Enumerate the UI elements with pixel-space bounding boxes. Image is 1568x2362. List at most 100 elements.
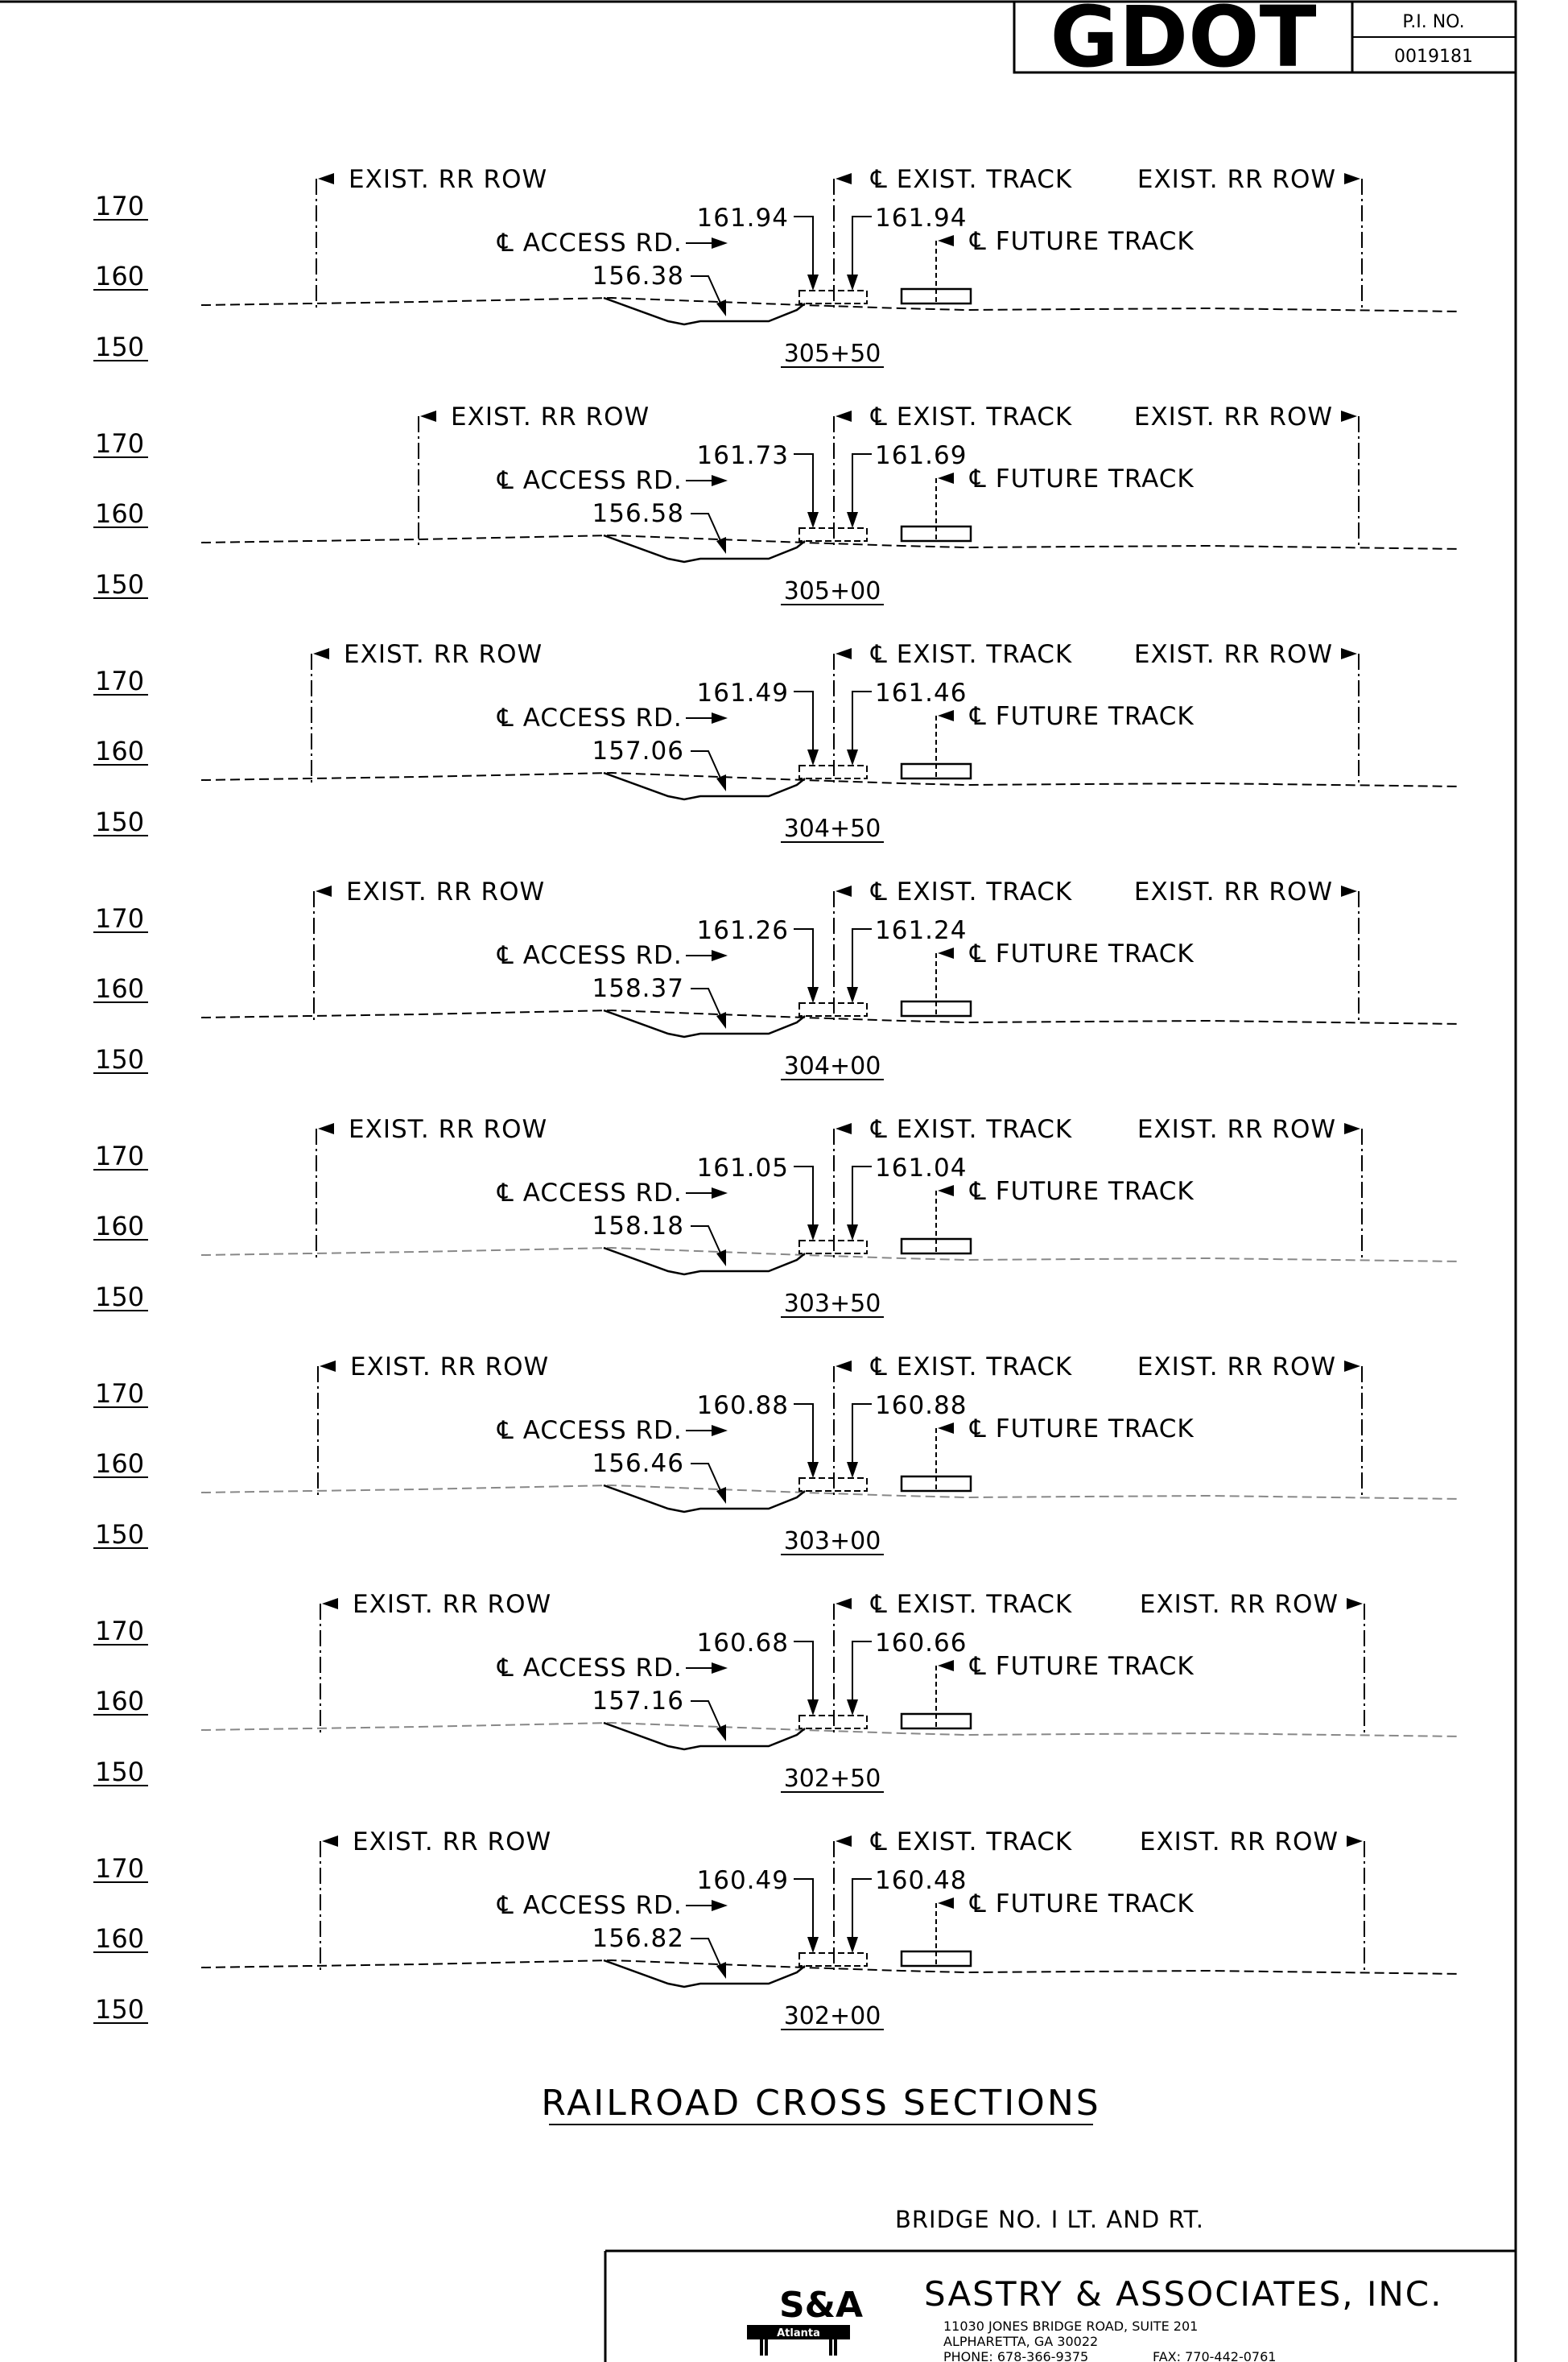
exist-track-label: ℄ EXIST. TRACK [870, 1115, 1072, 1144]
exist-track-ties [798, 1477, 868, 1492]
future-track-label: ℄ FUTURE TRACK [969, 702, 1195, 731]
access-road-profile [603, 1721, 806, 1751]
title-block: S&A Atlanta SASTRY & ASSOCIATES, INC. 11… [604, 2249, 1516, 2362]
cross-section: 170 160 150 EXIST. RR ROW EXIST. RR ROW ℄ EXI… [93, 1115, 1462, 1318]
future-track-label: ℄ FUTURE TRACK [969, 465, 1195, 493]
track-elevation-left: 160.49 [697, 1866, 789, 1895]
exist-track-label: ℄ EXIST. TRACK [870, 1590, 1072, 1619]
future-track-label: ℄ FUTURE TRACK [969, 1414, 1195, 1443]
exist-track-label: ℄ EXIST. TRACK [870, 403, 1072, 432]
rr-row-left-label: EXIST. RR ROW [346, 877, 545, 906]
rr-row-right-label: EXIST. RR ROW [1140, 1827, 1339, 1856]
station-label: 304+00 [784, 1052, 881, 1080]
elevation-label: 170 [95, 1853, 144, 1884]
elevation-label: 170 [95, 1378, 144, 1409]
firm-address-2: ALPHARETTA, GA 30022 [943, 2334, 1098, 2349]
access-road-profile [603, 296, 806, 326]
station-label: 303+50 [784, 1290, 881, 1318]
future-track-label: ℄ FUTURE TRACK [969, 227, 1195, 256]
elevation-label: 170 [95, 1141, 144, 1171]
existing-ground-line [200, 1246, 1462, 1262]
rr-row-right-label: EXIST. RR ROW [1137, 1115, 1336, 1144]
future-track-label: ℄ FUTURE TRACK [969, 1889, 1195, 1918]
existing-ground-line [200, 296, 1462, 312]
exist-track-ties [798, 1952, 868, 1967]
existing-ground-line [200, 1009, 1462, 1025]
station-label: 304+50 [784, 815, 881, 843]
sheet-border [0, 0, 1517, 2362]
rr-row-right-label: EXIST. RR ROW [1134, 403, 1333, 432]
access-road-label: ℄ ACCESS RD. [497, 1891, 683, 1920]
station-label: 305+50 [784, 340, 881, 368]
future-track-label: ℄ FUTURE TRACK [969, 1652, 1195, 1681]
rr-row-left-label: EXIST. RR ROW [353, 1590, 551, 1619]
exist-track-label: ℄ EXIST. TRACK [870, 1352, 1072, 1381]
exist-track-label: ℄ EXIST. TRACK [870, 877, 1072, 906]
track-elevation-right: 161.24 [875, 916, 967, 945]
exist-track-label: ℄ EXIST. TRACK [870, 640, 1072, 669]
track-elevation-left: 161.05 [697, 1154, 789, 1183]
rr-row-left-label: EXIST. RR ROW [451, 403, 650, 432]
sa-logo: S&A Atlanta [747, 2285, 863, 2356]
elevation-label: 170 [95, 428, 144, 459]
access-road-elevation: 157.16 [592, 1687, 684, 1716]
elevation-label: 170 [95, 903, 144, 934]
elevation-label: 150 [95, 1044, 144, 1075]
elevation-label: 160 [95, 1211, 144, 1241]
track-elevation-right: 161.94 [875, 204, 967, 233]
access-road-profile [603, 534, 806, 564]
access-road-profile [603, 1959, 806, 1988]
existing-ground-line [200, 1484, 1462, 1500]
elevation-label: 150 [95, 1994, 144, 2025]
station-label: 302+00 [784, 2002, 881, 2030]
sheet-title: RAILROAD CROSS SECTIONS [541, 2083, 1100, 2124]
exist-track-ties [798, 290, 868, 304]
firm-phone: PHONE: 678-366-9375 [943, 2349, 1088, 2362]
rr-row-left-label: EXIST. RR ROW [349, 1115, 547, 1144]
sa-logo-subtext: Atlanta [777, 2327, 820, 2339]
access-road-label: ℄ ACCESS RD. [497, 1416, 683, 1445]
existing-ground-line [200, 1959, 1462, 1975]
track-elevation-left: 160.68 [697, 1629, 789, 1658]
station-label: 303+00 [784, 1527, 881, 1555]
access-road-elevation: 156.46 [592, 1449, 684, 1478]
future-track-label: ℄ FUTURE TRACK [969, 1177, 1195, 1206]
bridge-note: BRIDGE NO. I LT. AND RT. [895, 2206, 1204, 2233]
exist-track-ties [798, 765, 868, 779]
elevation-label: 160 [95, 1923, 144, 1954]
station-label: 302+50 [784, 1765, 881, 1793]
access-road-profile [603, 1484, 806, 1513]
elevation-label: 150 [95, 1282, 144, 1312]
elevation-label: 170 [95, 666, 144, 696]
firm-fax: FAX: 770-442-0761 [1153, 2349, 1276, 2362]
elevation-label: 170 [95, 1616, 144, 1646]
gdot-header-block: GDOT P.I. NO. 0019181 [1013, 0, 1517, 86]
access-road-elevation: 158.18 [592, 1212, 684, 1241]
access-road-label: ℄ ACCESS RD. [497, 1654, 683, 1683]
track-elevation-right: 161.04 [875, 1154, 967, 1183]
elevation-label: 150 [95, 1757, 144, 1787]
track-elevation-left: 161.94 [697, 204, 789, 233]
access-road-elevation: 156.38 [592, 262, 684, 291]
existing-ground-line [200, 1721, 1462, 1737]
rr-row-right-label: EXIST. RR ROW [1137, 165, 1336, 194]
rr-row-right-label: EXIST. RR ROW [1137, 1352, 1336, 1381]
elevation-label: 170 [95, 191, 144, 221]
track-elevation-right: 160.66 [875, 1629, 967, 1658]
gdot-logo: GDOT [1050, 0, 1316, 86]
rr-row-left-label: EXIST. RR ROW [350, 1352, 549, 1381]
exist-track-ties [798, 1002, 868, 1017]
rr-row-right-label: EXIST. RR ROW [1134, 640, 1333, 669]
rr-row-left-label: EXIST. RR ROW [344, 640, 543, 669]
track-elevation-left: 161.73 [697, 441, 789, 470]
track-elevation-right: 161.46 [875, 679, 967, 708]
access-road-label: ℄ ACCESS RD. [497, 941, 683, 970]
firm-address-1: 11030 JONES BRIDGE ROAD, SUITE 201 [943, 2319, 1198, 2334]
access-road-elevation: 156.82 [592, 1924, 684, 1953]
